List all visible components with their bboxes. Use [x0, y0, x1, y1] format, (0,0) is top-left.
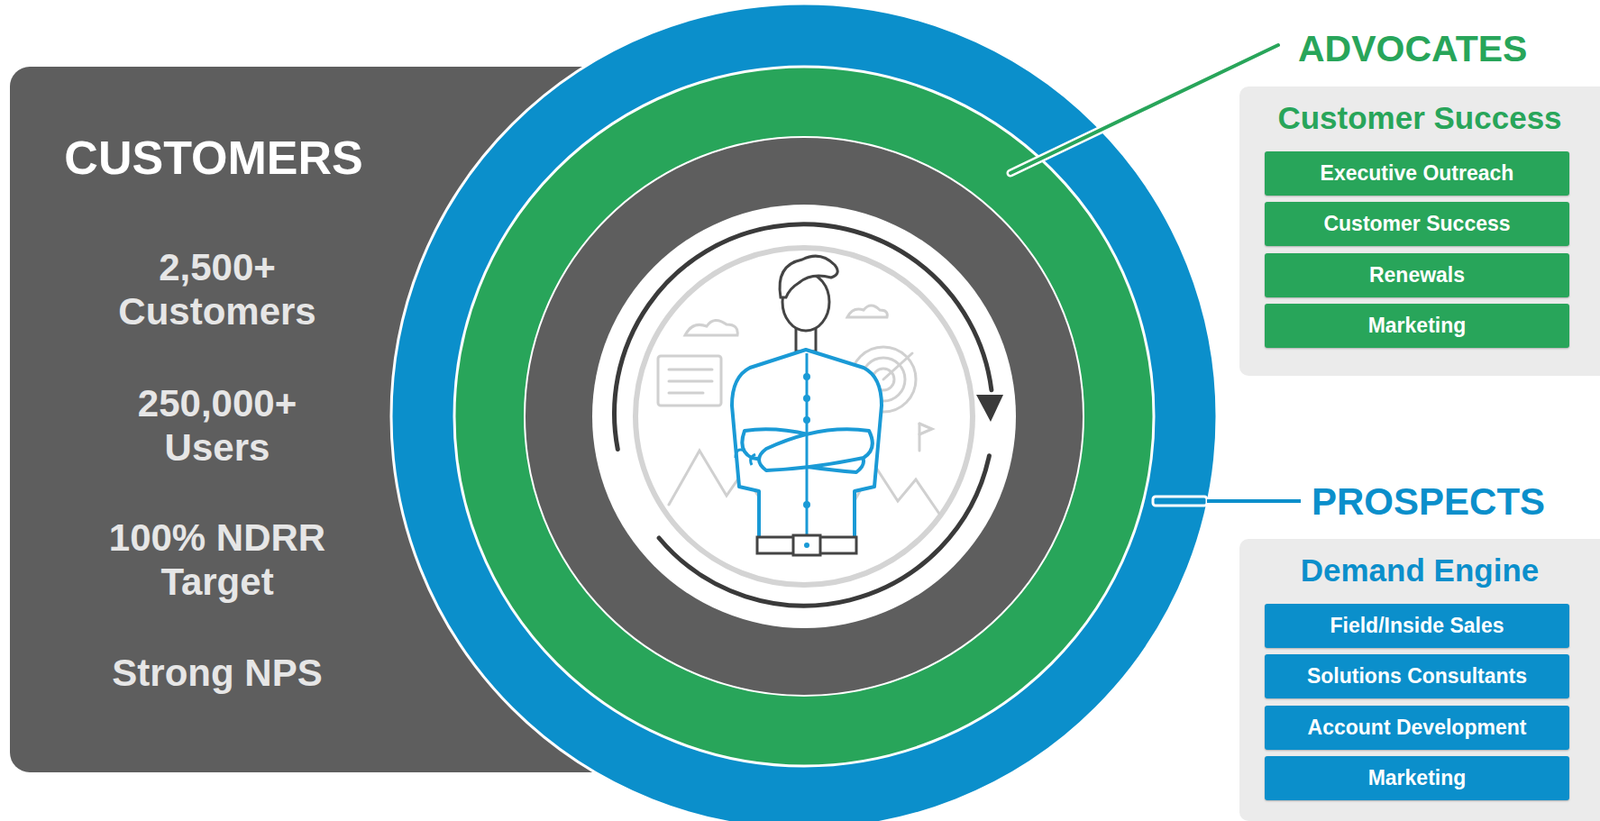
team-button: Renewals — [1264, 253, 1570, 298]
person-figure — [731, 256, 882, 556]
panel-heading: CUSTOMERS — [0, 130, 429, 185]
stat-text: Strong NPS — [95, 650, 339, 695]
button-label: Customer Success — [1323, 211, 1510, 237]
button-label: Marketing — [1368, 313, 1467, 339]
team-panel: Demand EngineField/Inside SalesSolutions… — [1239, 539, 1600, 821]
stat-text: 100% NDRR Target — [95, 515, 339, 604]
stat-text: 250,000+ Users — [95, 381, 339, 470]
team-button: Account Development — [1264, 705, 1570, 750]
team-panel: Customer SuccessExecutive OutreachCustom… — [1239, 86, 1600, 376]
team-button: Customer Success — [1264, 201, 1570, 247]
button-label: Account Development — [1307, 715, 1527, 741]
background-doodles — [658, 305, 940, 514]
button-label: Renewals — [1369, 263, 1465, 288]
advocates-leader-line — [1010, 45, 1279, 174]
team-button: Solutions Consultants — [1264, 654, 1570, 699]
callout-label: PROSPECTS — [1311, 479, 1546, 524]
team-button: Field/Inside Sales — [1264, 603, 1570, 649]
prospects-leader-line — [1152, 496, 1301, 506]
team-button: Executive Outreach — [1264, 151, 1570, 196]
customers-panel: CUSTOMERS2,500+ Customers250,000+ Users1… — [9, 66, 695, 773]
button-label: Executive Outreach — [1320, 161, 1515, 186]
team-button: Marketing — [1264, 756, 1570, 801]
button-label: Field/Inside Sales — [1329, 613, 1504, 639]
callout-label: ADVOCATES — [1298, 27, 1527, 71]
button-label: Solutions Consultants — [1307, 664, 1527, 689]
panel-heading: Customer Success — [1239, 99, 1600, 138]
cycle-arrowhead — [976, 394, 1004, 422]
button-label: Marketing — [1368, 766, 1467, 791]
stat-text: 2,500+ Customers — [95, 245, 339, 334]
panel-heading: Demand Engine — [1239, 551, 1600, 590]
team-button: Marketing — [1264, 303, 1570, 348]
